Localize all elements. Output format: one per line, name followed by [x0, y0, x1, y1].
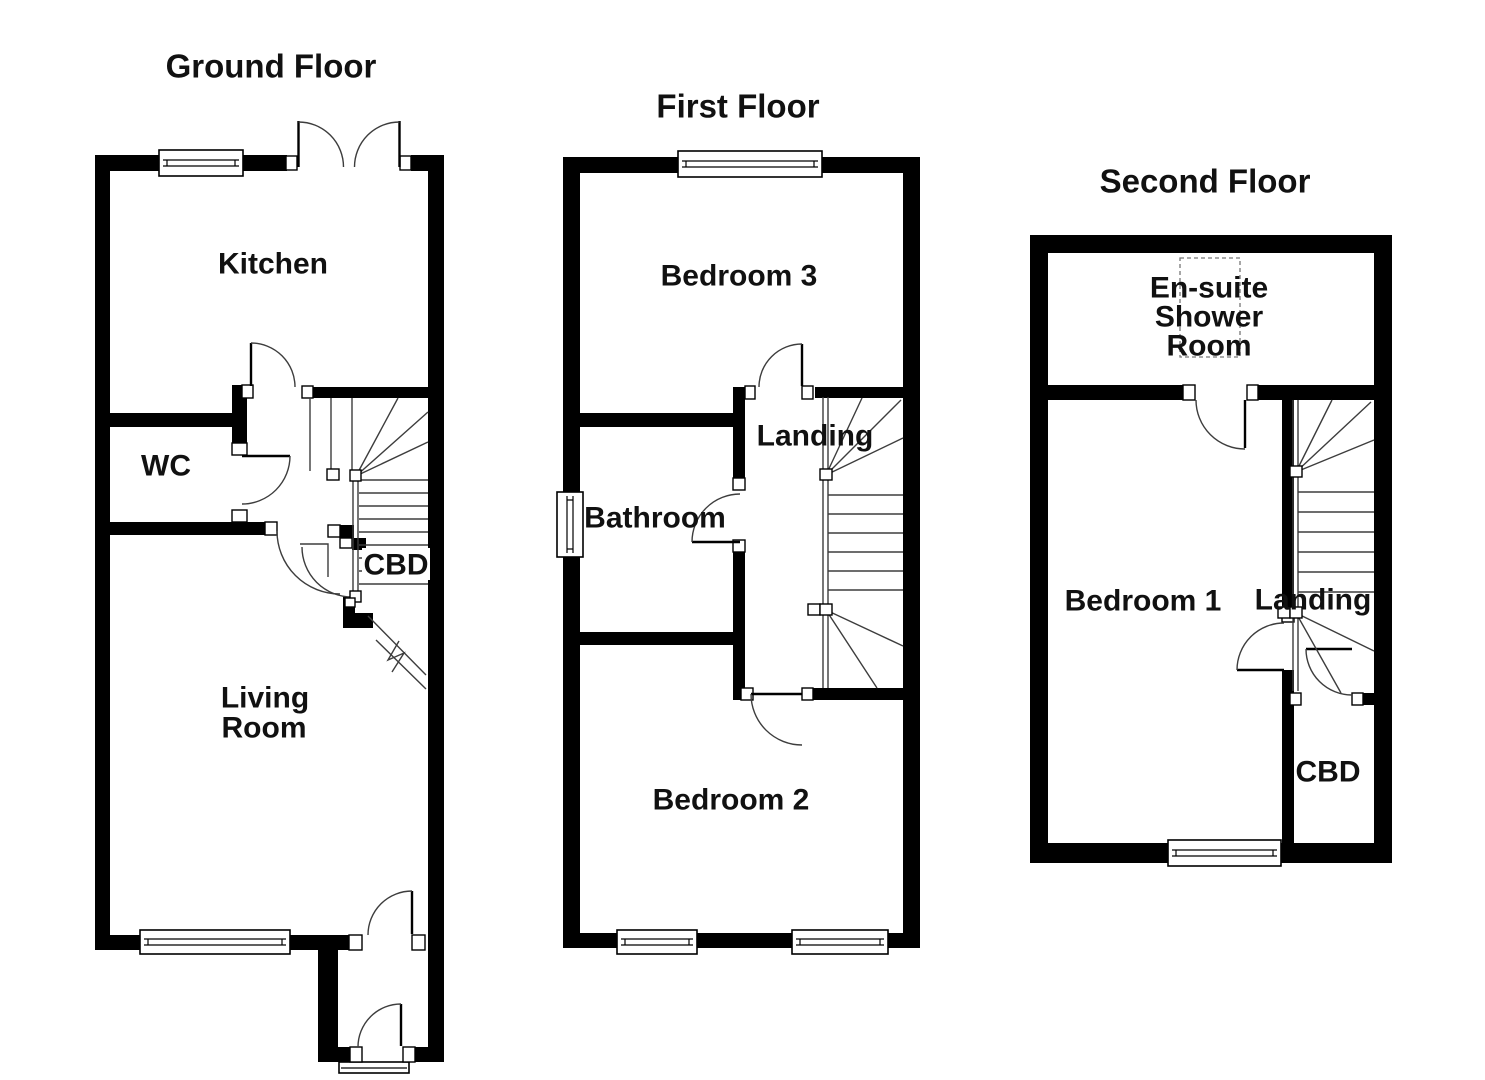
first-floor-door-jambs	[732, 385, 814, 701]
wall	[415, 1047, 444, 1062]
room-label-landing-first: Landing	[757, 420, 874, 453]
second-floor-door-jambs	[1182, 384, 1364, 706]
ground-floor-windows	[139, 149, 410, 1074]
wall	[110, 413, 247, 427]
bathroom-window	[556, 491, 584, 558]
first-floor-stairs	[807, 397, 904, 689]
bedroom3-window	[677, 150, 823, 178]
room-label-wc: WC	[141, 450, 191, 483]
ground-floor-doors	[241, 121, 414, 1048]
ground-floor-walls	[95, 155, 444, 1062]
wall	[903, 157, 920, 948]
wall	[813, 688, 903, 700]
room-label-bathroom: Bathroom	[584, 502, 726, 535]
bedroom2-door	[750, 692, 803, 746]
wall	[352, 538, 366, 550]
wall	[340, 525, 354, 538]
bathroom-door	[691, 493, 741, 544]
second-floor-walls	[1030, 235, 1392, 863]
first-floor-plan: First Floor Bedroom 3 Landing Bathroom B…	[556, 88, 920, 955]
wall	[232, 385, 247, 443]
first-floor-windows	[556, 150, 889, 955]
kitchen-window	[158, 149, 244, 177]
wall	[733, 645, 745, 700]
room-label-bedroom3: Bedroom 3	[661, 260, 818, 293]
wall	[318, 950, 338, 1062]
second-floor-stairs	[1277, 399, 1375, 694]
wall	[888, 933, 920, 948]
wall	[697, 933, 792, 948]
front-door	[357, 1003, 403, 1048]
first-floor-labels: First Floor Bedroom 3 Landing Bathroom B…	[584, 88, 873, 817]
wall	[1363, 693, 1374, 705]
stair-break-line	[367, 615, 427, 690]
wall	[428, 155, 444, 1062]
second-floor-plan: Second Floor En-suite Shower Room Bedroo…	[1030, 163, 1392, 867]
wall	[733, 542, 745, 632]
room-label-ensuite-line3: Room	[1167, 330, 1252, 363]
french-doors	[297, 121, 401, 168]
wall	[1030, 235, 1048, 863]
bedroom2-window-right	[791, 929, 889, 955]
ground-floor-labels: Ground Floor Kitchen WC CBD Living Room	[141, 48, 428, 745]
wall	[1282, 670, 1294, 863]
wall	[580, 413, 745, 427]
wall	[95, 155, 110, 950]
ground-floor-door-jambs	[231, 155, 426, 1063]
room-label-bedroom2: Bedroom 2	[653, 784, 810, 817]
living-room-porch-door	[367, 890, 414, 936]
wall	[1374, 235, 1392, 863]
living-room-door	[276, 530, 353, 598]
wall	[563, 933, 617, 948]
bedroom2-window-left	[616, 929, 698, 955]
floor-title-ground: Ground Floor	[166, 48, 377, 85]
wall	[1048, 385, 1183, 400]
ground-floor-plan: Ground Floor Kitchen WC CBD Living Room	[95, 48, 444, 1074]
ensuite-door	[1195, 399, 1247, 450]
first-floor-doors	[691, 343, 804, 746]
bedroom1-window	[1167, 839, 1282, 867]
wall	[243, 155, 287, 171]
wall	[580, 632, 745, 645]
room-label-living-line2: Room	[222, 712, 307, 745]
room-label-ensuite-line2: Shower	[1155, 301, 1264, 334]
wall	[313, 387, 444, 398]
wall	[563, 157, 678, 173]
floor-title-first: First Floor	[656, 88, 819, 125]
wall	[318, 1047, 350, 1062]
floor-title-second: Second Floor	[1100, 163, 1311, 200]
room-label-ensuite-line1: En-suite	[1150, 272, 1268, 305]
wall	[343, 613, 373, 628]
second-floor-doors	[1195, 399, 1353, 696]
second-floor-labels: Second Floor En-suite Shower Room Bedroo…	[1065, 163, 1372, 789]
room-label-landing-second: Landing	[1255, 584, 1372, 617]
wall	[1030, 235, 1392, 253]
room-label-living-line1: Living	[221, 682, 309, 715]
kitchen-door	[249, 342, 296, 388]
wall	[733, 398, 745, 478]
cbd-label-backing	[362, 548, 430, 580]
porch-threshold	[338, 1061, 410, 1074]
wall	[1030, 843, 1168, 863]
wall	[95, 155, 160, 171]
wall	[822, 157, 920, 173]
wall	[815, 387, 903, 398]
bedroom1-door	[1236, 622, 1285, 672]
ground-floor-stairs	[309, 397, 430, 690]
second-floor-windows	[1167, 839, 1282, 867]
room-label-cbd-ground: CBD	[364, 549, 429, 582]
room-label-bedroom1: Bedroom 1	[1065, 585, 1222, 618]
wall	[1258, 385, 1392, 400]
wall	[1281, 843, 1392, 863]
shower-enclosure-outline	[1179, 257, 1241, 358]
living-room-window	[139, 929, 291, 955]
wc-door	[241, 454, 291, 505]
cbd-door	[1305, 647, 1353, 696]
room-label-kitchen: Kitchen	[218, 248, 328, 281]
bedroom3-door	[758, 343, 804, 388]
room-label-cbd-second: CBD	[1296, 756, 1361, 789]
wall	[110, 522, 265, 535]
wall	[1282, 400, 1294, 612]
